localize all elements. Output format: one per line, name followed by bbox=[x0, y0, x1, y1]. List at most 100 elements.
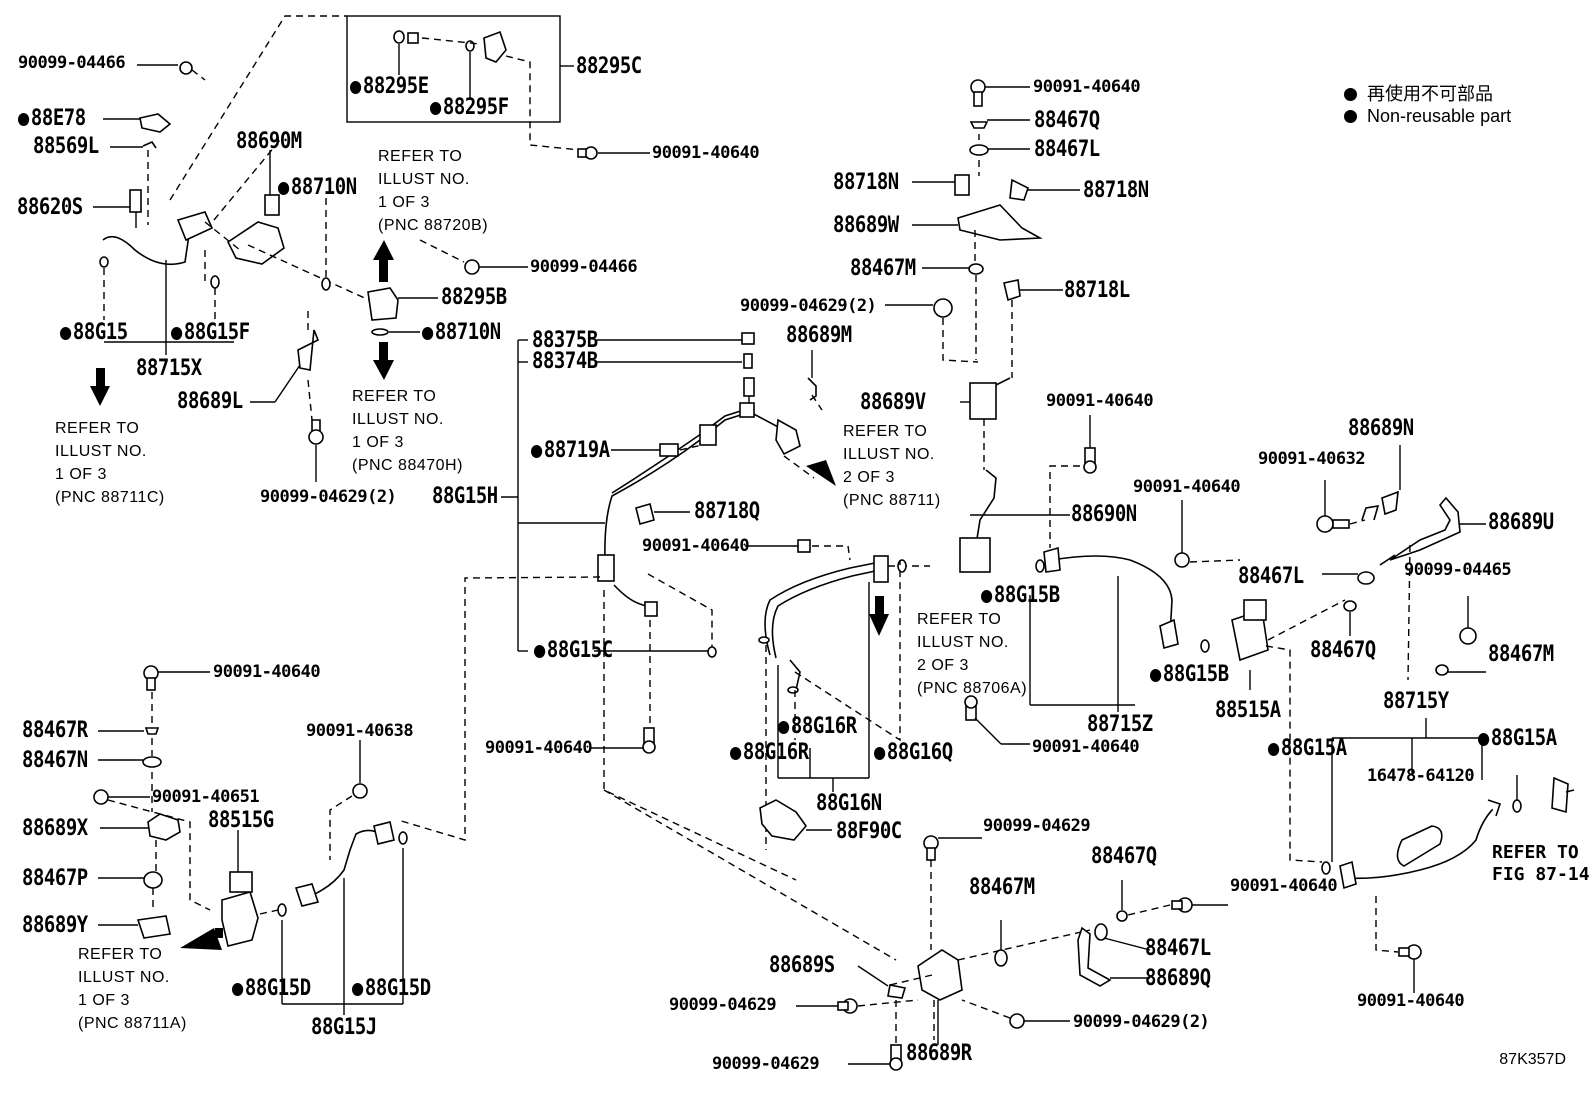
part-label[interactable]: 88719A bbox=[531, 440, 610, 462]
part-label[interactable]: 88718N bbox=[1083, 178, 1149, 203]
part-label[interactable]: 88G16Q bbox=[874, 742, 953, 764]
part-label[interactable]: 90091-40632 bbox=[1258, 449, 1366, 469]
part-label[interactable]: 90091-40651 bbox=[152, 787, 260, 807]
part-label[interactable]: 90099-04629 bbox=[669, 995, 777, 1015]
part-label[interactable]: 88G15A bbox=[1478, 728, 1557, 750]
part-label[interactable]: 88467L bbox=[1034, 137, 1100, 162]
part-label[interactable]: 88690N bbox=[1071, 502, 1137, 527]
part-label[interactable]: 88690M bbox=[236, 129, 302, 154]
refer-note: REFER TO ILLUST NO. 1 OF 3 (PNC 88470H) bbox=[352, 388, 463, 474]
part-number: 88710N bbox=[290, 175, 357, 200]
part-label[interactable]: 88689R bbox=[906, 1041, 972, 1066]
non-reusable-dot-icon bbox=[981, 590, 993, 603]
part-label[interactable]: 88715X bbox=[136, 356, 202, 381]
part-label[interactable]: 90099-04466 bbox=[530, 257, 638, 277]
part-label[interactable]: 88689U bbox=[1488, 510, 1554, 535]
non-reusable-dot-icon bbox=[1268, 743, 1280, 756]
part-label[interactable]: 88G15D bbox=[232, 978, 311, 1000]
refer-note: REFER TO ILLUST NO. 2 OF 3 (PNC 88706A) bbox=[917, 611, 1028, 697]
part-label[interactable]: 88467L bbox=[1145, 936, 1211, 961]
part-label[interactable]: 88G15B bbox=[1150, 664, 1229, 686]
part-number: 88G15A bbox=[1280, 736, 1347, 761]
part-label[interactable]: 88G15A bbox=[1268, 738, 1347, 760]
non-reusable-dot-icon bbox=[874, 747, 886, 760]
part-label[interactable]: 90099-04465 bbox=[1404, 560, 1512, 580]
part-label[interactable]: 88718Q bbox=[694, 499, 760, 524]
part-label[interactable]: 88467M bbox=[1488, 642, 1554, 667]
part-number: 88G15B bbox=[993, 583, 1060, 608]
part-label[interactable]: 90099-04629(2) bbox=[740, 296, 877, 316]
part-label[interactable]: 90099-04629(2) bbox=[1073, 1012, 1210, 1032]
part-label[interactable]: 88689S bbox=[769, 953, 835, 978]
part-label[interactable]: 90091-40640 bbox=[1033, 77, 1141, 97]
part-label[interactable]: 88G15D bbox=[352, 978, 431, 1000]
part-label[interactable]: 88F90C bbox=[836, 819, 902, 844]
part-label[interactable]: 88715Z bbox=[1087, 712, 1153, 737]
part-label[interactable]: 90091-40640 bbox=[642, 536, 750, 556]
part-label[interactable]: 88467M bbox=[969, 875, 1035, 900]
part-label[interactable]: 90099-04629 bbox=[712, 1054, 820, 1074]
part-label[interactable]: 88689W bbox=[833, 213, 899, 238]
part-label[interactable]: 88689M bbox=[786, 323, 852, 348]
part-label[interactable]: 88467Q bbox=[1091, 844, 1157, 869]
part-label[interactable]: 88569L bbox=[33, 134, 99, 159]
part-label[interactable]: 88467Q bbox=[1034, 108, 1100, 133]
part-label[interactable]: 88G16R bbox=[730, 742, 809, 764]
part-label[interactable]: 88G15C bbox=[534, 640, 613, 662]
part-label[interactable]: 88467R bbox=[22, 718, 88, 743]
part-label[interactable]: 88375B bbox=[532, 328, 598, 353]
part-label[interactable]: 88689Q bbox=[1145, 966, 1211, 991]
part-label[interactable]: 88515G bbox=[208, 808, 274, 833]
part-label[interactable]: 90091-40640 bbox=[1133, 477, 1241, 497]
part-label[interactable]: 88689V bbox=[860, 390, 926, 415]
part-number: 88710N bbox=[434, 320, 501, 345]
part-label[interactable]: 90099-04466 bbox=[18, 53, 126, 73]
part-label[interactable]: 90091-40640 bbox=[652, 143, 760, 163]
part-label[interactable]: 90091-40638 bbox=[306, 721, 414, 741]
part-number: 88E78 bbox=[30, 106, 86, 131]
part-label[interactable]: 88G15 bbox=[60, 322, 128, 344]
bolt-90091-40640-a bbox=[577, 146, 650, 160]
part-label[interactable]: 88467L bbox=[1238, 564, 1304, 589]
part-label[interactable]: 88295C bbox=[576, 54, 642, 79]
part-label[interactable]: 88G16R bbox=[778, 716, 857, 738]
part-label[interactable]: 88715Y bbox=[1383, 689, 1449, 714]
part-label[interactable]: 88515A bbox=[1215, 698, 1281, 723]
part-label[interactable]: 90099-04629(2) bbox=[260, 487, 397, 507]
part-label[interactable]: 88G15H bbox=[432, 484, 498, 509]
part-label[interactable]: 90091-40640 bbox=[1032, 737, 1140, 757]
part-label[interactable]: 88710N bbox=[422, 322, 501, 344]
part-label[interactable]: 88689N bbox=[1348, 416, 1414, 441]
part-label[interactable]: 88467P bbox=[22, 866, 88, 891]
part-label[interactable]: 88G15F bbox=[171, 322, 250, 344]
part-label[interactable]: 88689X bbox=[22, 816, 88, 841]
part-label[interactable]: 88467M bbox=[850, 256, 916, 281]
part-label[interactable]: 88467N bbox=[22, 748, 88, 773]
part-number: 88G15D bbox=[244, 976, 311, 1001]
part-label[interactable]: 88295F bbox=[430, 97, 509, 119]
part-label[interactable]: 90091-40640 bbox=[213, 662, 321, 682]
part-label[interactable]: 88620S bbox=[17, 195, 83, 220]
part-label[interactable]: 88E78 bbox=[18, 108, 86, 130]
part-label[interactable]: 88718L bbox=[1064, 278, 1130, 303]
part-label[interactable]: 88G15J bbox=[311, 1015, 377, 1040]
part-label[interactable]: 88710N bbox=[278, 177, 357, 199]
part-label[interactable]: 88467Q bbox=[1310, 638, 1376, 663]
kit-box-88295c bbox=[346, 15, 561, 123]
part-label[interactable]: 88295E bbox=[350, 76, 429, 98]
part-label[interactable]: 88G15B bbox=[981, 585, 1060, 607]
part-label[interactable]: 88718N bbox=[833, 170, 899, 195]
part-label[interactable]: 90091-40640 bbox=[1046, 391, 1154, 411]
part-label[interactable]: 90091-40640 bbox=[485, 738, 593, 758]
part-label[interactable]: 16478-64120 bbox=[1367, 766, 1475, 786]
part-label[interactable]: 88295B bbox=[441, 285, 507, 310]
part-label[interactable]: 88689L bbox=[177, 389, 243, 414]
part-label[interactable]: 88689Y bbox=[22, 913, 88, 938]
non-reusable-dot-icon bbox=[1478, 733, 1490, 746]
non-reusable-dot-icon bbox=[531, 445, 543, 458]
part-label[interactable]: 88G16N bbox=[816, 791, 882, 816]
part-label[interactable]: 90091-40640 bbox=[1357, 991, 1465, 1011]
part-label[interactable]: 88374B bbox=[532, 349, 598, 374]
part-label[interactable]: 90091-40640 bbox=[1230, 876, 1338, 896]
part-label[interactable]: 90099-04629 bbox=[983, 816, 1091, 836]
